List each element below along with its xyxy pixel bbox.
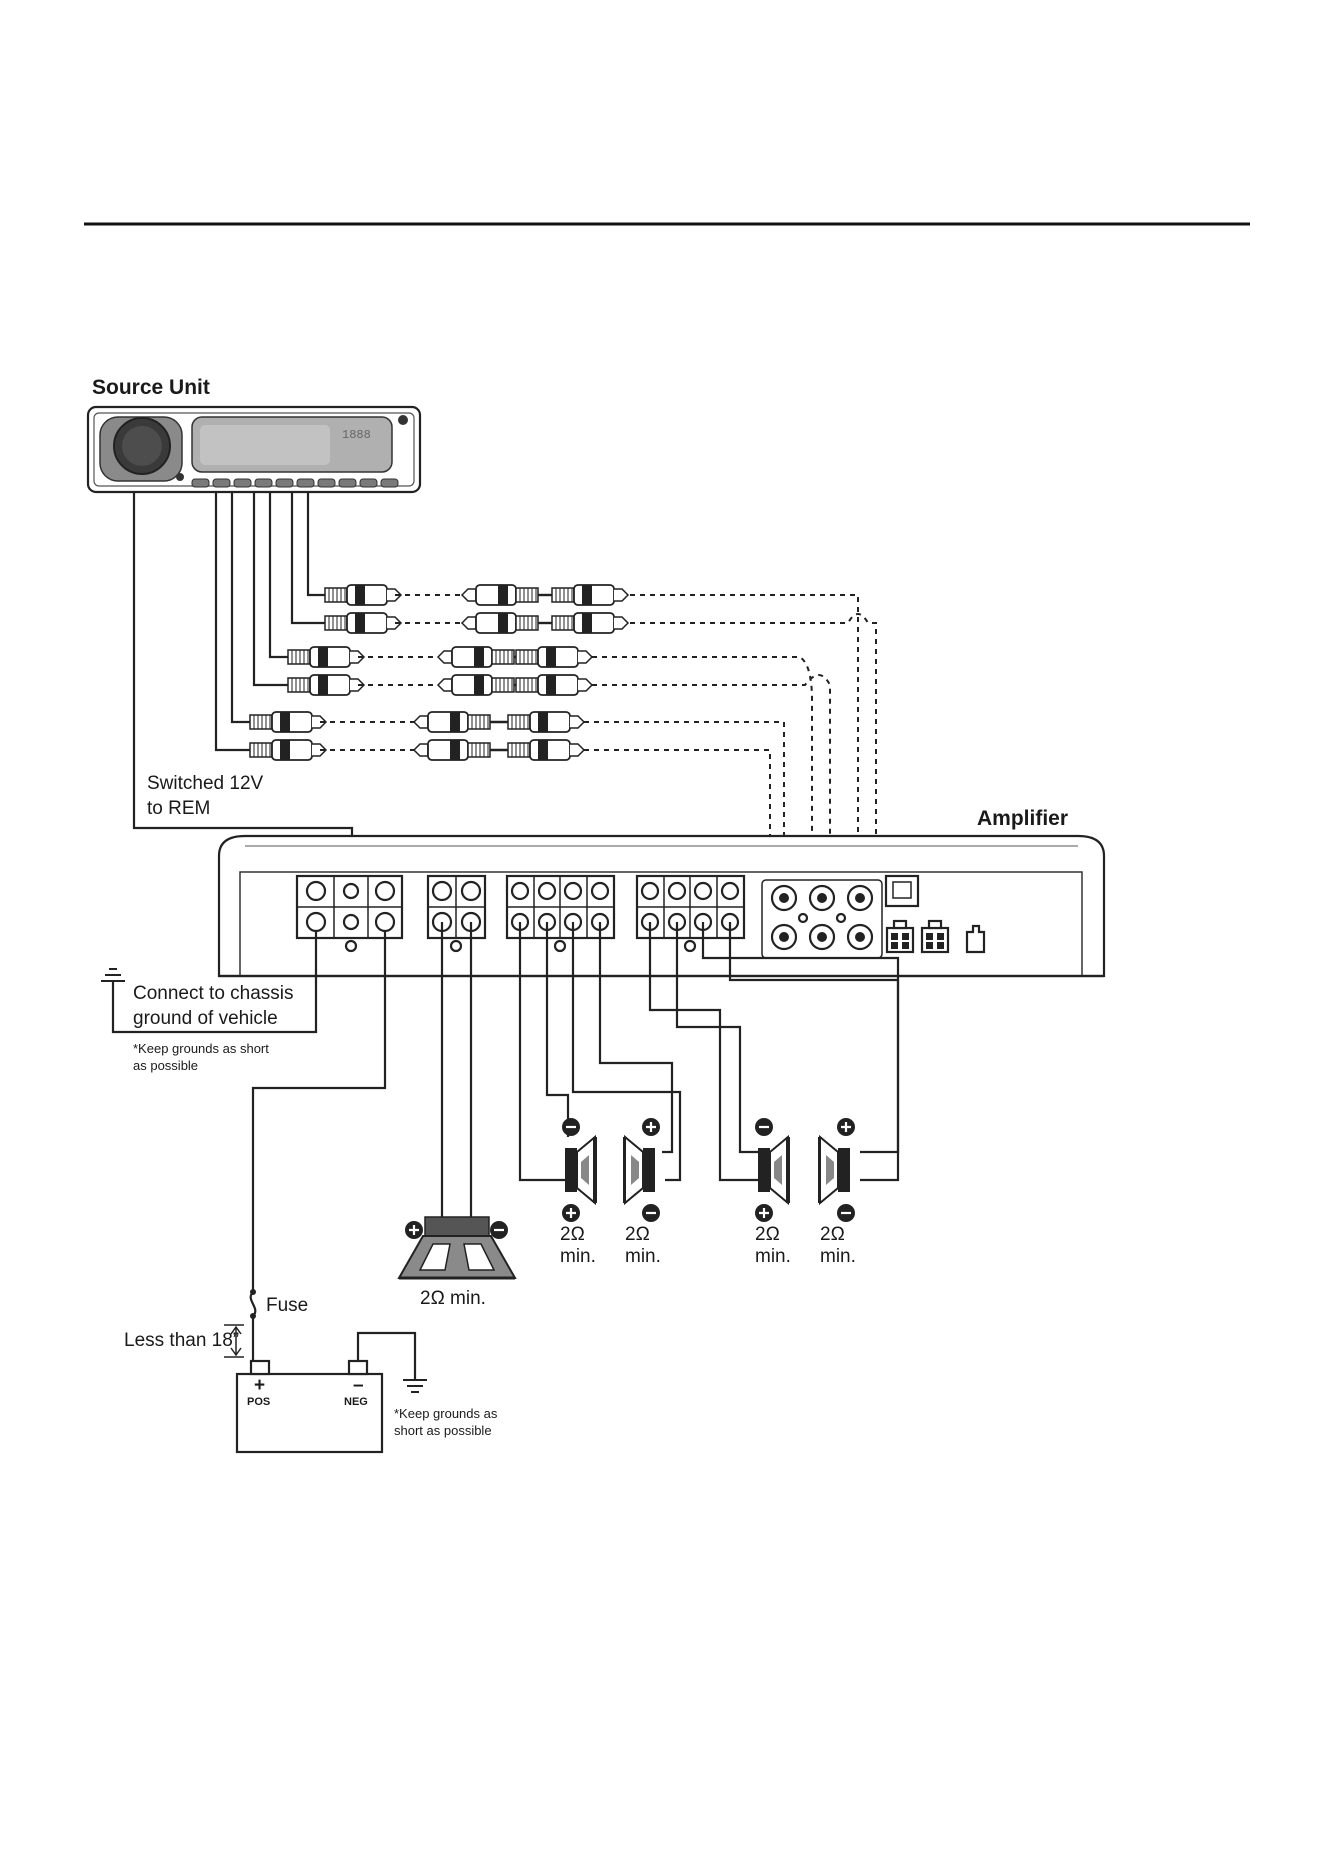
rca-plug-source-1 (325, 585, 401, 605)
speaker-1-ohm: 2Ω (560, 1224, 585, 1245)
rca-plug-right-1 (552, 585, 628, 605)
ground-note-1-line1: *Keep grounds as short (133, 1041, 269, 1056)
front-right-speaker-plus-icon (642, 1118, 660, 1136)
speaker-2-min: min. (625, 1246, 661, 1267)
rca-plug-left-5 (414, 712, 490, 732)
rear-right-speaker (820, 1118, 855, 1222)
ground-note-2-line2: short as possible (394, 1423, 492, 1438)
battery-ground-icon (403, 1380, 427, 1392)
rca-cables (250, 585, 628, 760)
ground-note-1-line2: as possible (133, 1058, 198, 1073)
speaker-3-min: min. (755, 1246, 791, 1267)
rear-right-speaker-minus-icon (837, 1204, 855, 1222)
front-right-speaker (625, 1118, 660, 1222)
rca-plug-right-5 (508, 712, 584, 732)
remote-label-line1: Switched 12V (147, 773, 264, 794)
rca-plug-left-2 (462, 613, 538, 633)
remote-level-port (886, 876, 918, 906)
rca-plug-left-6 (414, 740, 490, 760)
source-unit-title: Source Unit (92, 376, 210, 399)
front-left-speaker (562, 1118, 595, 1222)
rca-plug-left-3 (438, 647, 514, 667)
speaker-2-ohm: 2Ω (625, 1224, 650, 1245)
speakers (562, 1118, 855, 1222)
rca-plug-left-1 (462, 585, 538, 605)
rca-plug-source-6 (250, 740, 326, 760)
rca-plug-source-2 (325, 613, 401, 633)
distance-label: Less than 18” (124, 1330, 239, 1351)
rca-plug-source-3 (288, 647, 364, 667)
chassis-label-line2: ground of vehicle (133, 1008, 278, 1029)
rca-plug-left-4 (438, 675, 514, 695)
speaker-3-ohm: 2Ω (755, 1224, 780, 1245)
head-unit: 1888 (88, 407, 420, 492)
eject-icon (398, 415, 408, 425)
battery-pos-label: POS (247, 1396, 270, 1408)
rear-left-speaker-minus-icon (755, 1118, 773, 1136)
sub-impedance-label: 2Ω min. (420, 1288, 486, 1309)
remote-label-line2: to REM (147, 798, 210, 819)
rca-plug-source-5 (250, 712, 326, 732)
battery-pos-sign: + (254, 1375, 265, 1396)
fuse-label: Fuse (266, 1295, 308, 1316)
ground-note-2-line1: *Keep grounds as (394, 1406, 498, 1421)
chassis-label-line1: Connect to chassis (133, 983, 294, 1004)
rear-left-speaker (755, 1118, 788, 1222)
front-left-speaker-plus-icon (562, 1204, 580, 1222)
sub-minus-icon (490, 1221, 508, 1239)
rear-left-speaker-plus-icon (755, 1204, 773, 1222)
chassis-ground-icon (101, 969, 125, 981)
sub-plus-icon (405, 1221, 423, 1239)
display-digits: 1888 (342, 428, 371, 442)
rca-plug-right-3 (516, 647, 592, 667)
rca-plug-right-6 (508, 740, 584, 760)
front-left-speaker-minus-icon (562, 1118, 580, 1136)
fuse-icon (250, 1289, 256, 1319)
battery-neg-sign: – (353, 1375, 364, 1396)
speaker-1-min: min. (560, 1246, 596, 1267)
rca-plug-right-2 (552, 613, 628, 633)
speaker-4-ohm: 2Ω (820, 1224, 845, 1245)
amplifier-title: Amplifier (977, 807, 1068, 830)
speaker-4-min: min. (820, 1246, 856, 1267)
rca-plug-source-4 (288, 675, 364, 695)
rear-right-speaker-plus-icon (837, 1118, 855, 1136)
rca-plug-right-4 (516, 675, 592, 695)
fuse-screw-icon (346, 941, 356, 951)
front-right-speaker-minus-icon (642, 1204, 660, 1222)
battery-neg-label: NEG (344, 1396, 368, 1408)
